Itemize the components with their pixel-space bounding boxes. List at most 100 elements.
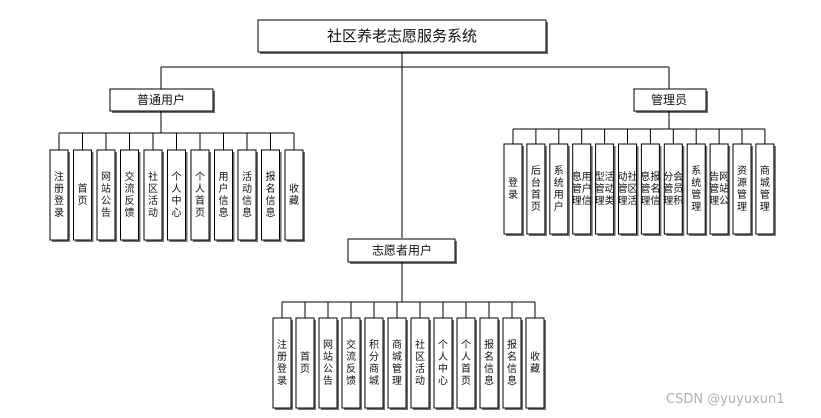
volunteer-user-module-label: 首页 (300, 350, 310, 375)
volunteer-user-module-label: 收藏 (530, 350, 540, 375)
volunteer-user-module-box: 报名信息 (479, 317, 500, 410)
normal-user-label: 普通用户 (137, 92, 185, 107)
volunteer-user-module-label: 积分商城 (369, 339, 379, 387)
normal-user-module-box-frame (190, 149, 210, 241)
volunteer-user-module-box-frame (341, 317, 361, 409)
normal-user-module-box-frame (143, 149, 163, 241)
admin-box: 管理员 (633, 88, 708, 113)
volunteer-user-module-box-frame (525, 317, 545, 409)
normal-user-module-box-frame (237, 149, 257, 241)
normal-user-module-box: 活动信息 (237, 149, 258, 242)
normal-user-module-box-frame (96, 149, 116, 241)
volunteer-user-module-label: 个人首页 (461, 339, 471, 387)
volunteer-user-module-box: 社区活动 (410, 317, 431, 410)
normal-user-module-box: 注册登录 (49, 149, 70, 242)
normal-user-module-label: 活动信息 (242, 171, 252, 219)
volunteer-user-module-label: 报名信息 (507, 338, 517, 387)
volunteer-user-module-box-frame (410, 317, 430, 409)
volunteer-user-module-box: 积分商城 (364, 317, 385, 410)
normal-user-module-label: 社区活动 (148, 170, 158, 219)
admin-module-box: 登录 (503, 143, 524, 236)
normal-user-module-box: 交流反馈 (120, 149, 141, 242)
admin-module-box: 会员积分管理 (663, 143, 685, 236)
volunteer-user-module-label: 网站公告 (323, 339, 333, 387)
admin-module-box-frame (618, 143, 637, 235)
normal-user-module-box-frame (214, 149, 233, 241)
volunteer-user-module-box: 个人首页 (456, 317, 477, 410)
volunteer-user-module-label: 注册登录 (277, 338, 287, 387)
volunteer-user-module-label: 社区活动 (415, 338, 425, 387)
normal-user-module-box-frame (284, 149, 304, 241)
volunteer-user-module-box: 网站公告 (318, 317, 339, 410)
normal-user-module-box: 社区活动 (143, 149, 164, 242)
volunteer-user-module-box-frame (318, 317, 338, 409)
root-title-box: 社区养老志愿服务系统 (257, 19, 548, 54)
normal-user-module-box: 报名信息 (261, 149, 282, 242)
admin-module-label: 商城管理 (760, 164, 770, 213)
admin-module-box: 社区活动管理 (618, 143, 639, 236)
volunteer-user-module-box-frame (272, 317, 292, 409)
admin-module-label: 网站公告管理 (709, 170, 729, 207)
normal-user-module-label: 网站公告 (101, 171, 111, 219)
volunteer-user-module-box-frame (502, 317, 522, 409)
volunteer-user-box: 志愿者用户 (347, 238, 457, 264)
volunteer-user-module-box: 个人中心 (433, 317, 454, 410)
admin-module-label: 用户信息管理 (572, 170, 592, 207)
admin-module-box-frame (709, 143, 729, 235)
normal-user-module-box-frame (167, 149, 186, 241)
admin-module-label: 社区活动管理 (618, 170, 638, 207)
normal-user-module-label: 注册登录 (54, 170, 64, 219)
admin-module-label: 会员积分管理 (663, 170, 683, 207)
volunteer-user-module-label: 个人中心 (438, 339, 448, 387)
volunteer-user-module-label: 报名信息 (484, 338, 494, 387)
normal-user-module-box-frame (73, 149, 92, 241)
admin-module-box: 网站公告管理 (709, 143, 731, 236)
volunteer-user-module-box: 收藏 (525, 317, 546, 410)
normal-user-module-label: 交流反馈 (125, 170, 135, 219)
normal-user-module-box: 网站公告 (96, 149, 117, 242)
admin-module-box-frame (663, 143, 683, 235)
admin-module-box: 资源管理 (732, 143, 753, 236)
normal-user-module-box: 个人中心 (167, 149, 188, 242)
admin-module-box-frame (526, 143, 546, 235)
volunteer-user-module-box: 商城管理 (387, 317, 408, 410)
admin-module-box: 后台首页 (526, 143, 547, 236)
normal-user-module-box: 收藏 (284, 149, 305, 242)
admin-module-box-frame (755, 143, 775, 235)
admin-module-box: 系统用户 (549, 143, 570, 236)
volunteer-user-module-box-frame (479, 317, 499, 409)
admin-module-box: 商城管理 (755, 143, 776, 236)
admin-label: 管理员 (651, 92, 687, 107)
volunteer-user-module-label: 交流反馈 (346, 338, 356, 387)
normal-user-module-label: 收藏 (289, 182, 299, 207)
normal-user-box: 普通用户 (109, 88, 215, 113)
normal-user-module-box-frame (261, 149, 280, 241)
volunteer-user-module-box-frame (433, 317, 453, 409)
admin-module-box-frame (572, 143, 592, 235)
normal-user-module-label: 个人首页 (195, 171, 205, 219)
admin-module-box-frame (595, 143, 615, 235)
volunteer-user-module-box: 交流反馈 (341, 317, 362, 410)
normal-user-module-box: 首页 (73, 149, 94, 242)
normal-user-module-label: 用户信息 (219, 172, 229, 219)
volunteer-user-module-label: 商城管理 (392, 338, 402, 387)
admin-module-label: 系统用户 (554, 165, 564, 213)
normal-user-module-box: 用户信息 (214, 149, 235, 242)
normal-user-module-box: 个人首页 (190, 149, 211, 242)
normal-user-module-label: 报名信息 (266, 170, 276, 219)
admin-module-box-frame (686, 143, 706, 235)
volunteer-user-module-box-frame (364, 317, 384, 409)
volunteer-user-module-box-frame (387, 317, 407, 409)
volunteer-user-module-box: 报名信息 (502, 317, 523, 410)
volunteer-user-module-box-frame (295, 317, 315, 409)
admin-module-box-frame (549, 143, 569, 235)
admin-box-frame (633, 88, 707, 112)
volunteer-user-module-box: 注册登录 (272, 317, 293, 410)
admin-module-label: 活动类型管理 (595, 170, 615, 207)
root-title-box-frame (257, 19, 547, 53)
admin-module-box-frame (503, 143, 523, 235)
admin-module-box: 用户信息管理 (572, 143, 593, 236)
volunteer-user-module-box-frame (456, 317, 476, 409)
csdn-watermark: CSDN @yuyuxun1 (666, 392, 785, 407)
